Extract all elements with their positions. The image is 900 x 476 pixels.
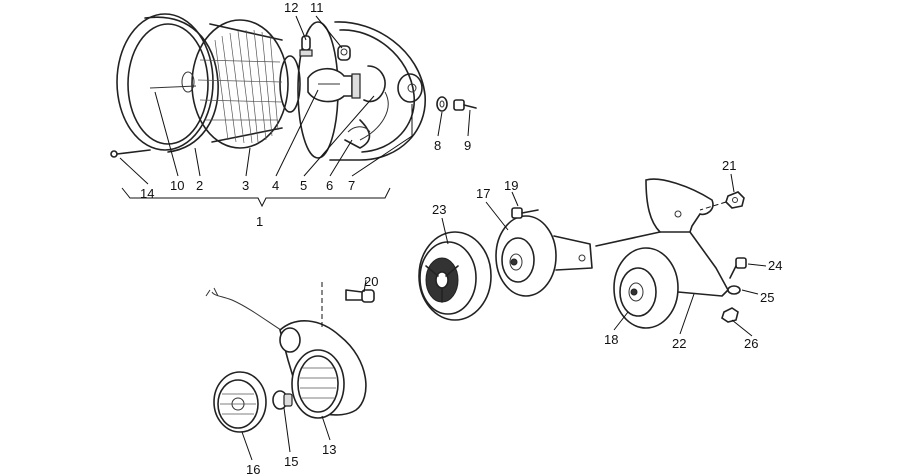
label-16: 16 [246,462,260,476]
signal-lens [213,371,267,433]
label-17: 17 [476,186,490,201]
headlamp-bulb [307,67,361,103]
signal-wire [211,291,285,333]
leader-lines [119,15,767,461]
label-23: 23 [432,202,446,217]
label-24: 24 [768,258,782,273]
headlamp-reflector [149,19,301,149]
screw [453,99,477,111]
horn-screw [511,207,539,219]
bracket-nut [699,191,745,211]
label-4: 4 [272,178,279,193]
label-5: 5 [300,178,307,193]
label-9: 9 [464,138,471,153]
label-22: 22 [672,336,686,351]
signal-bulb [272,390,293,410]
horn-grille [418,231,492,321]
turn-signal-assembly [205,282,375,433]
label-21: 21 [722,158,736,173]
label-2: 2 [196,178,203,193]
label-6: 6 [326,178,333,193]
label-11: 11 [310,0,324,15]
horn-upper [495,215,593,297]
label-20: 20 [364,274,378,289]
headlamp-assembly [110,13,477,208]
label-3: 3 [242,178,249,193]
horn-assembly [418,178,747,329]
rim-screw [110,149,151,158]
label-26: 26 [744,336,758,351]
label-10: 10 [170,178,184,193]
bulb-holder [363,65,386,103]
label-25: 25 [760,290,774,305]
parking-bulb [337,45,351,61]
washer [436,96,448,112]
label-8: 8 [434,138,441,153]
part-labels: 1 2 3 4 5 6 7 8 9 10 11 12 13 14 15 16 1… [140,0,782,476]
bracket-washer [727,285,741,295]
signal-housing [279,320,367,419]
parking-bulb-holder [299,35,313,57]
horn-lower [613,247,679,329]
label-14: 14 [140,186,154,201]
headlamp-rim [116,13,219,153]
label-18: 18 [604,332,618,347]
label-13: 13 [322,442,336,457]
horn-bracket [595,178,729,297]
label-15: 15 [284,454,298,469]
label-19: 19 [504,178,518,193]
label-1: 1 [256,214,263,229]
headlamp-wire [359,91,389,141]
label-12: 12 [284,0,298,15]
group-brace [121,187,391,208]
bracket-lock-nut [721,307,739,323]
signal-bolt [321,282,375,330]
label-7: 7 [348,178,355,193]
bracket-screw [729,257,747,279]
